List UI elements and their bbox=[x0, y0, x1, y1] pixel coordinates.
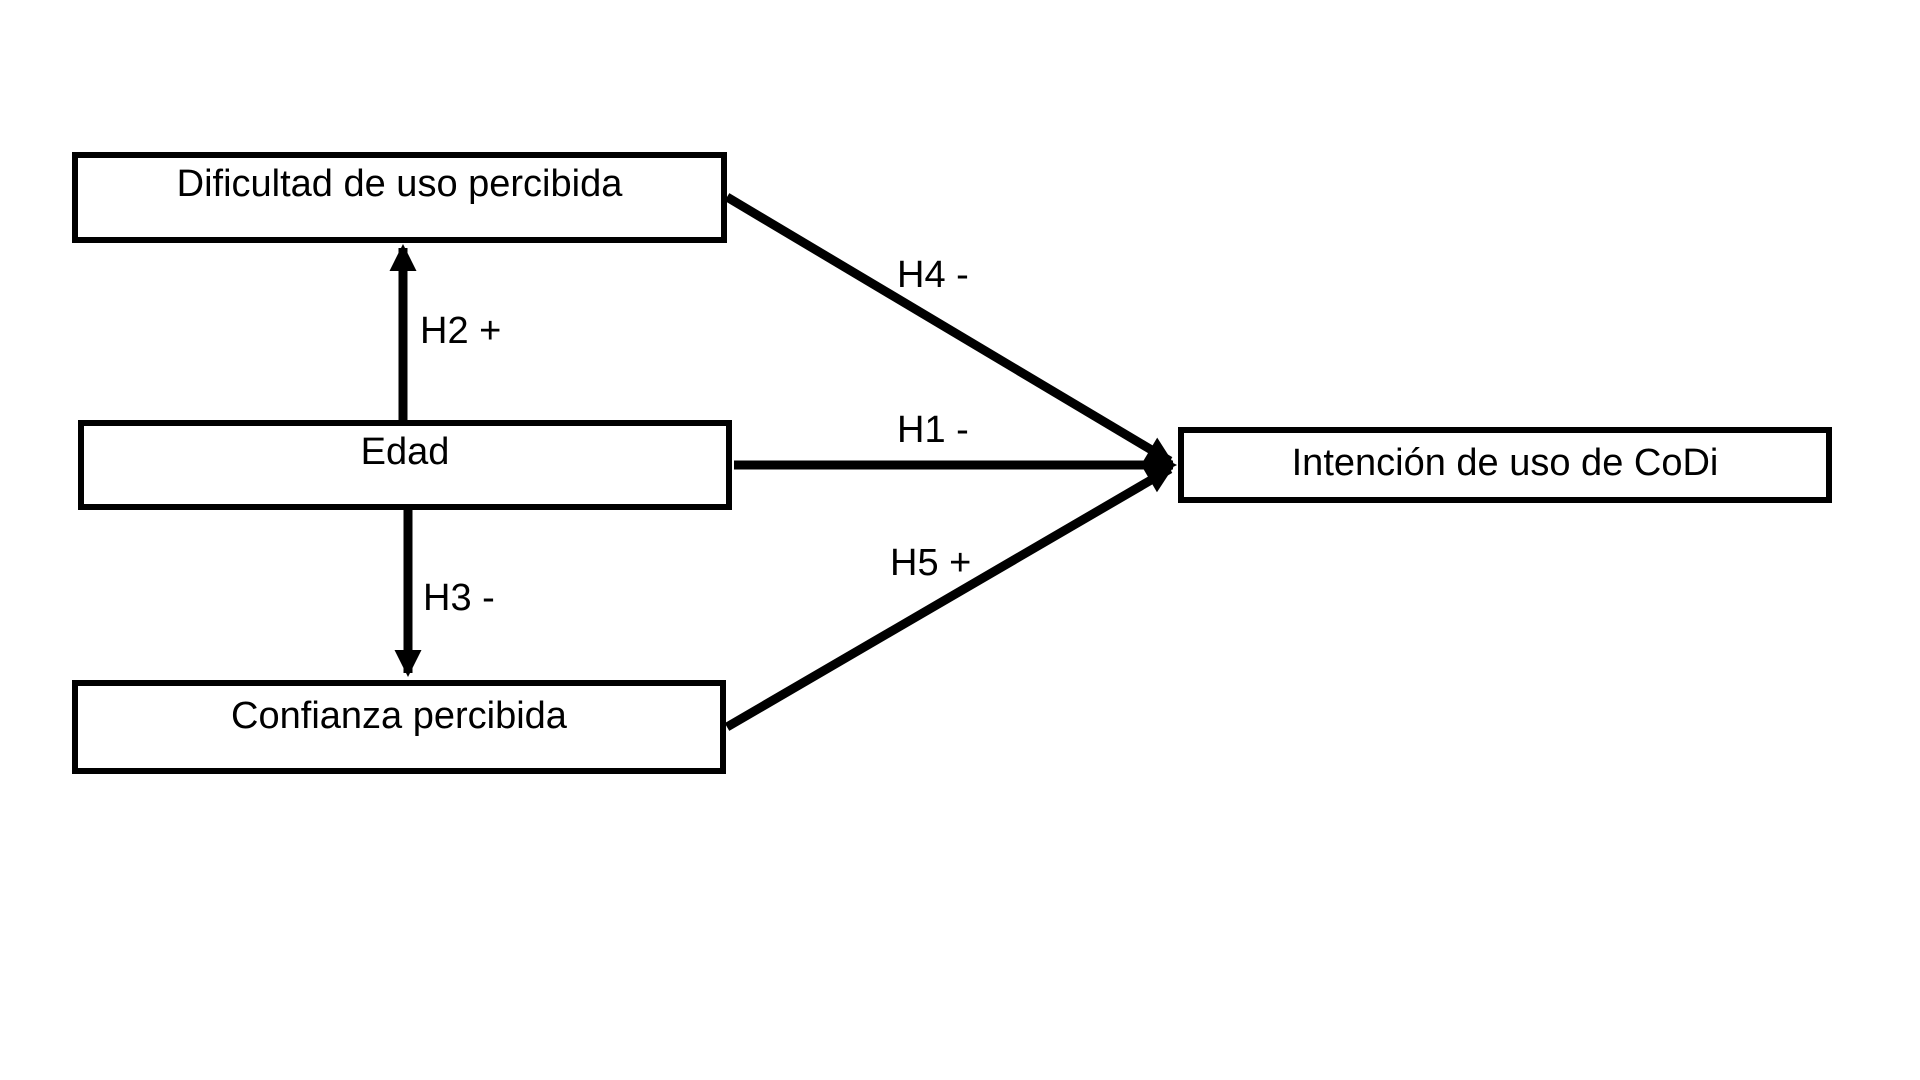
node-edad-label: Edad bbox=[360, 431, 450, 473]
arrow-h5-confianza-to-intencion bbox=[724, 465, 1174, 731]
arrow-h4-dificultad-to-intencion bbox=[724, 193, 1174, 465]
node-confianza-label: Confianza percibida bbox=[231, 695, 567, 737]
node-dificultad-de-uso-percibida: Dificultad de uso percibida bbox=[72, 152, 727, 243]
node-intencion-label: Intención de uso de CoDi bbox=[1291, 442, 1719, 484]
node-intencion-de-uso-de-codi: Intención de uso de CoDi bbox=[1178, 427, 1832, 503]
node-confianza-percibida: Confianza percibida bbox=[72, 680, 726, 774]
edge-label-h3: H3 - bbox=[423, 577, 495, 619]
edge-label-h2: H2 + bbox=[420, 310, 502, 352]
node-edad: Edad bbox=[78, 420, 732, 510]
edge-label-h1: H1 - bbox=[897, 409, 969, 451]
edge-label-h4: H4 - bbox=[897, 254, 969, 296]
edge-label-h5: H5 + bbox=[890, 542, 972, 584]
node-dificultad-label: Dificultad de uso percibida bbox=[176, 163, 623, 205]
